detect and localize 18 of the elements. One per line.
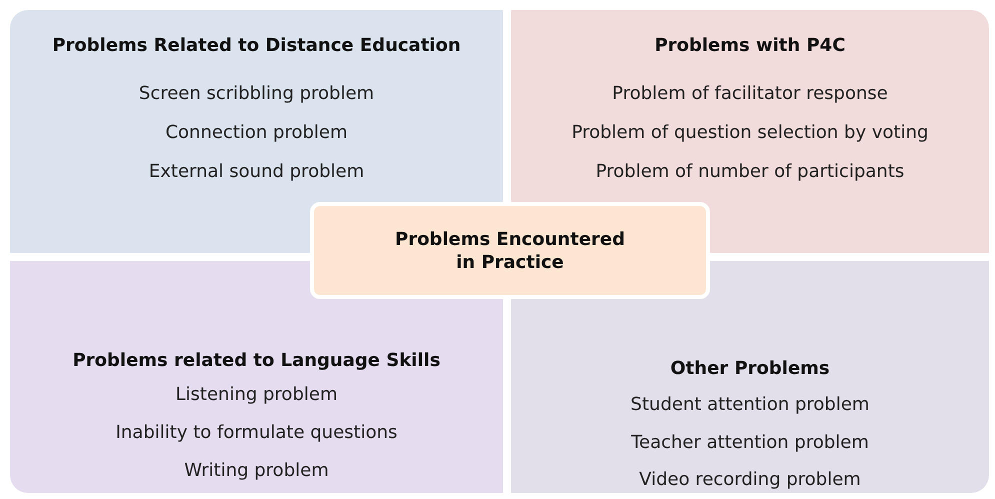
problem-item: Teacher attention problem (630, 431, 870, 455)
category-heading: Problems related to Language Skills (72, 349, 442, 373)
problem-item: Writing problem (183, 459, 330, 483)
problem-item: Video recording problem (638, 468, 862, 492)
problem-item: Problem of facilitator response (611, 82, 889, 106)
problem-item: Problem of number of participants (594, 160, 906, 184)
central-box (310, 202, 710, 299)
problem-item: Inability to formulate questions (114, 421, 398, 445)
category-heading: Problems Related to Distance Education (51, 34, 462, 58)
problem-item: Student attention problem (630, 393, 870, 417)
problem-item: Listening problem (174, 383, 338, 407)
category-heading: Problems with P4C (654, 34, 846, 58)
problem-item: External sound problem (148, 160, 366, 184)
central-heading: Problems Encountered in Practice (394, 228, 626, 274)
problem-item: Screen scribbling problem (138, 82, 376, 106)
problem-item: Connection problem (164, 121, 349, 145)
problem-item: Problem of question selection by voting (570, 121, 930, 145)
category-heading: Other Problems (669, 357, 831, 381)
